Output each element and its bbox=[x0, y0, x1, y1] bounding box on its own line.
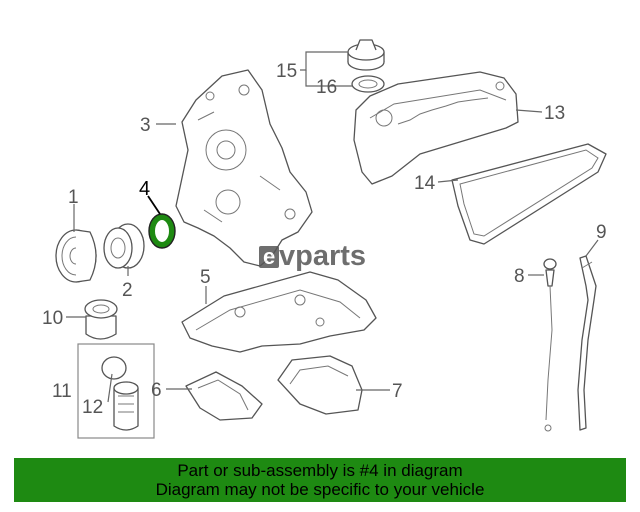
oil-dipstick bbox=[543, 258, 557, 432]
front-crankshaft-seal bbox=[148, 213, 176, 249]
callouts: 1 2 3 4 5 6 7 8 9 10 11 12 13 14 15 16 bbox=[42, 61, 607, 418]
callout-13: 13 bbox=[544, 103, 565, 124]
callout-12: 12 bbox=[82, 397, 103, 418]
callout-9: 9 bbox=[596, 222, 607, 243]
dipstick-tube bbox=[577, 255, 597, 431]
watermark-mark-box bbox=[259, 246, 279, 268]
callout-14: 14 bbox=[414, 173, 436, 194]
lower-cover bbox=[277, 355, 363, 415]
callout-2: 2 bbox=[122, 280, 133, 301]
banner-line-1: Part or sub-assembly is #4 in diagram bbox=[177, 461, 463, 480]
pulley-spacer bbox=[103, 223, 145, 269]
oil-pan-lower bbox=[185, 371, 263, 421]
parts-diagram: 1 2 3 4 5 6 7 8 9 10 11 12 13 14 15 16 e… bbox=[42, 39, 607, 439]
watermark-mark: e bbox=[263, 244, 275, 269]
callout-1: 1 bbox=[68, 187, 79, 208]
callout-6: 6 bbox=[151, 380, 162, 401]
callout-16: 16 bbox=[316, 77, 337, 98]
oil-pan-upper bbox=[181, 271, 377, 353]
oil-filter-cap bbox=[84, 299, 118, 340]
callout-11: 11 bbox=[52, 381, 72, 402]
callout-7: 7 bbox=[392, 381, 403, 402]
callout-8: 8 bbox=[514, 266, 525, 287]
info-banner: Part or sub-assembly is #4 in diagram Di… bbox=[14, 458, 626, 502]
crankshaft-pulley bbox=[55, 229, 97, 283]
valve-cover-gasket bbox=[451, 143, 607, 245]
callout-10: 10 bbox=[42, 308, 63, 329]
callout-5: 5 bbox=[200, 267, 211, 288]
oil-filler-cap bbox=[347, 39, 385, 71]
callout-15: 15 bbox=[276, 61, 297, 82]
oil-filter-kit bbox=[77, 343, 155, 439]
leader-lines bbox=[66, 51, 599, 403]
callout-3: 3 bbox=[140, 115, 151, 136]
valve-cover bbox=[353, 71, 519, 185]
callout-4: 4 bbox=[139, 178, 150, 200]
watermark-text: vparts bbox=[279, 240, 366, 272]
filler-cap-seal bbox=[351, 75, 385, 93]
timing-cover bbox=[175, 69, 313, 267]
banner-line-2: Diagram may not be specific to your vehi… bbox=[155, 480, 485, 499]
watermark-logo: e vparts bbox=[259, 240, 366, 272]
